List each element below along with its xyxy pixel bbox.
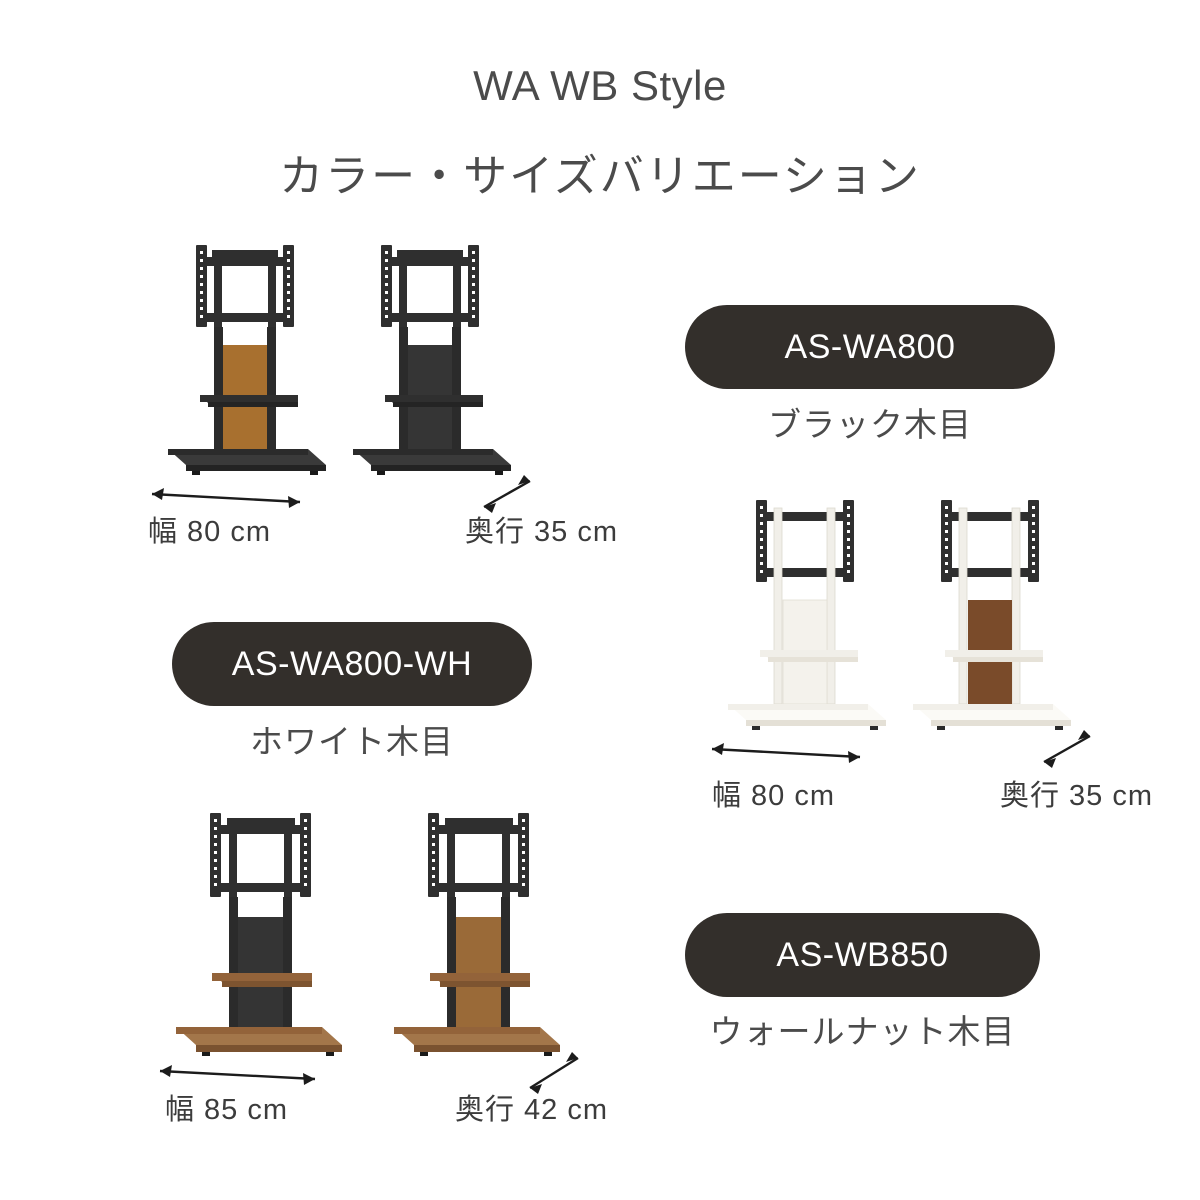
stand-front-view-as-wa800-wh [700, 490, 910, 740]
width-label-as-wa800: 幅 80 cm [148, 516, 272, 548]
depth-label-as-wb850: 奥行 42 cm [455, 1094, 609, 1126]
width-label-as-wb850: 幅 85 cm [165, 1094, 289, 1126]
page-title-jp: カラー・サイズバリエーション [279, 152, 921, 201]
depth-arrow-as-wb850 [529, 1052, 579, 1094]
depth-label-as-wa800: 奥行 35 cm [465, 516, 619, 548]
width-arrow-as-wb850 [159, 1065, 316, 1085]
color-name-as-wa800-wh: ホワイト木目 [250, 723, 454, 760]
width-label-as-wa800-wh: 幅 80 cm [712, 780, 836, 812]
depth-arrow-as-wa800-wh [1043, 730, 1091, 768]
page-title-en: WA WB Style [473, 62, 727, 109]
depth-arrow-as-wa800 [483, 475, 531, 513]
stand-side-view-as-wa800-wh [885, 490, 1095, 740]
color-name-as-wb850: ウォールナット木目 [709, 1013, 1016, 1050]
stand-side-view-as-wb850 [368, 805, 588, 1065]
model-pill-as-wb850[interactable]: AS-WB850 [685, 913, 1040, 997]
model-name-as-wa800-wh: AS-WA800-WH [231, 644, 473, 683]
stand-front-view-as-wa800 [140, 235, 350, 485]
width-arrow-as-wa800 [151, 488, 301, 508]
width-arrow-as-wa800-wh [711, 743, 861, 763]
model-pill-as-wa800-wh[interactable]: AS-WA800-WH [172, 622, 532, 706]
depth-label-as-wa800-wh: 奥行 35 cm [1000, 780, 1154, 812]
model-pill-as-wa800[interactable]: AS-WA800 [685, 305, 1055, 389]
color-name-as-wa800: ブラック木目 [768, 406, 972, 443]
model-name-as-wb850: AS-WB850 [776, 935, 949, 974]
stand-side-view-as-wa800 [325, 235, 535, 485]
stand-front-view-as-wb850 [150, 805, 370, 1065]
model-name-as-wa800: AS-WA800 [784, 327, 956, 366]
